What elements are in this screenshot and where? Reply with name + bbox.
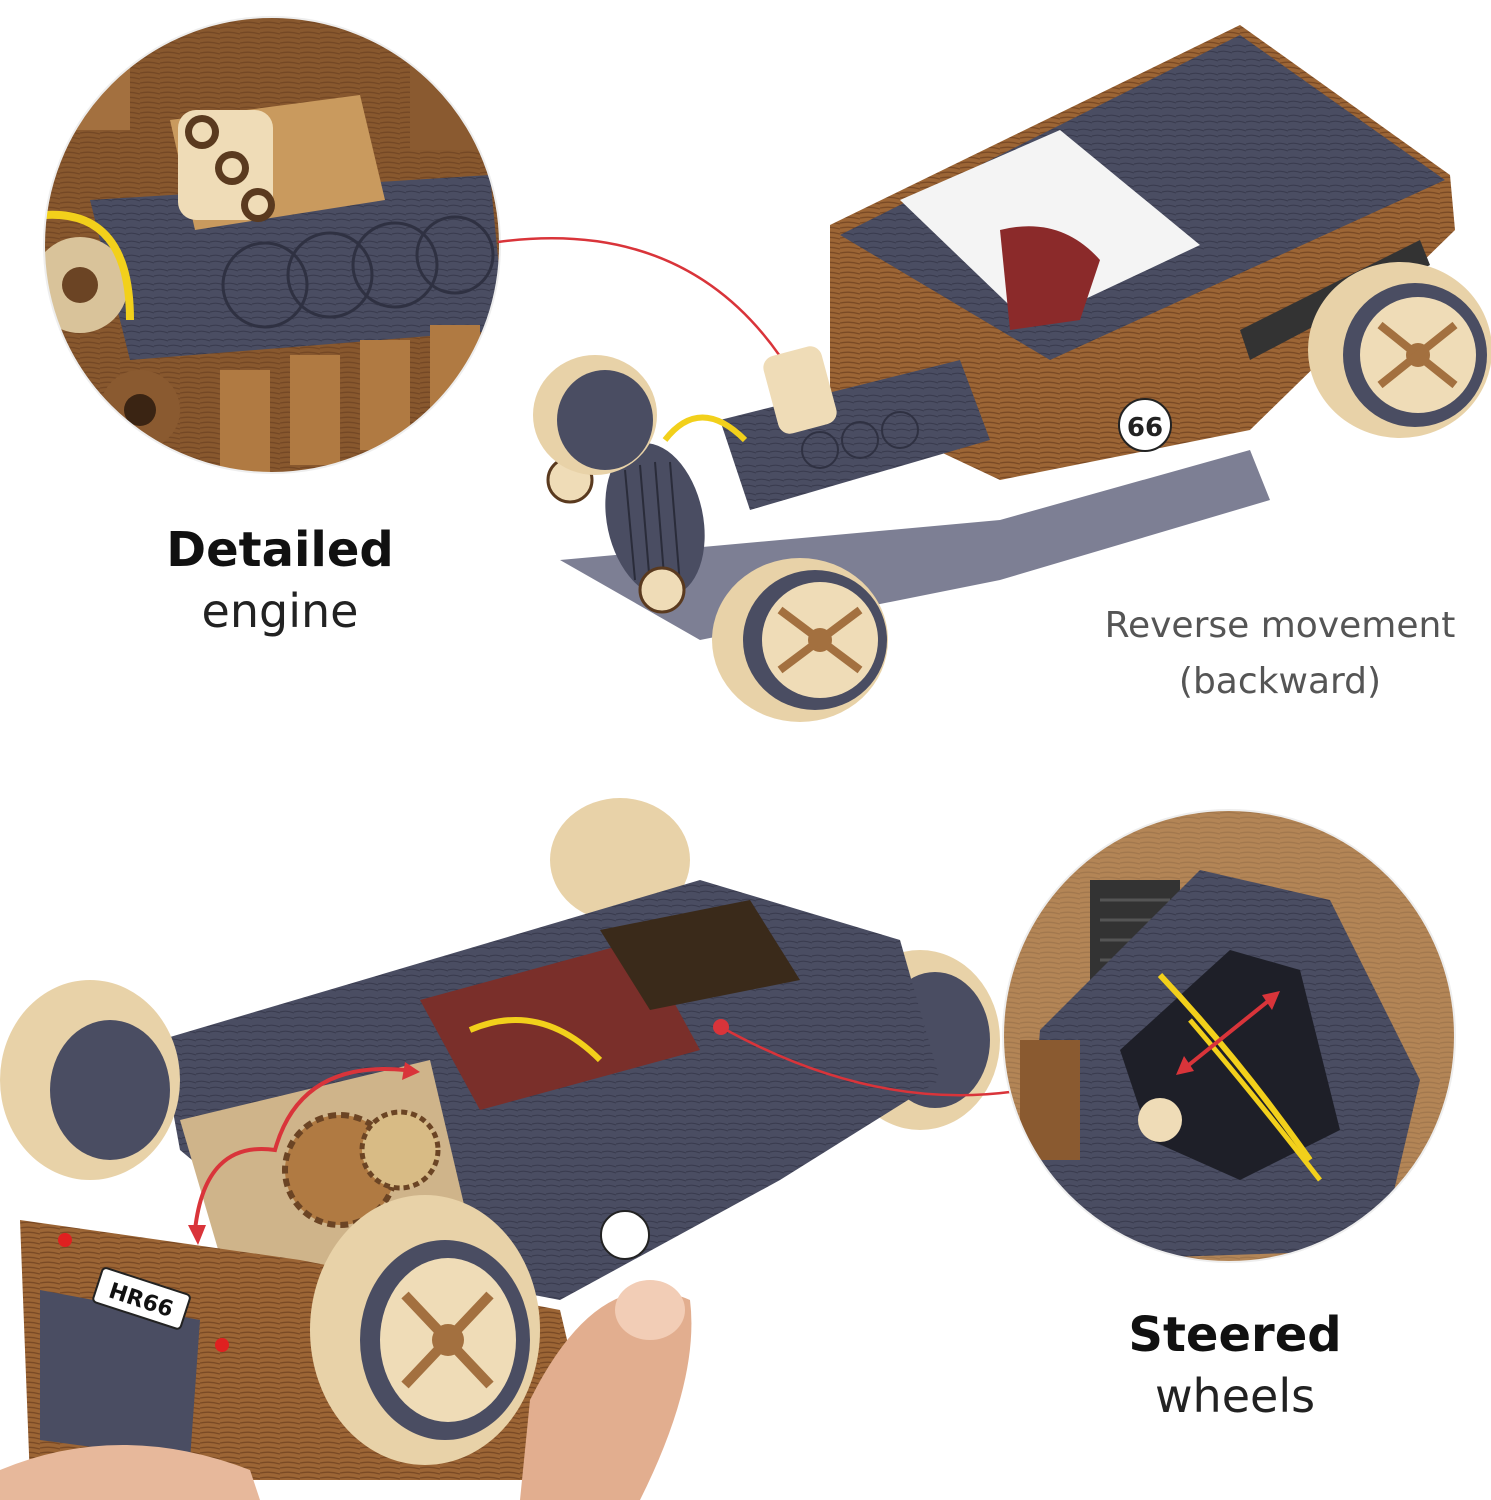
hot-rod-car-top: 66 <box>533 25 1491 722</box>
steering-detail-circle <box>1003 810 1455 1262</box>
engine-detail-circle <box>44 17 500 473</box>
reverse-caption-line2: (backward) <box>1178 661 1382 702</box>
steer-caption: Steered wheels <box>1110 1305 1360 1427</box>
hot-rod-car-underside: HR66 <box>0 798 1000 1500</box>
reverse-caption-line1: Reverse movement <box>1104 605 1456 646</box>
reverse-caption: Reverse movement (backward) <box>1090 598 1470 710</box>
car-number: 66 <box>1127 413 1163 443</box>
steer-callout-line <box>720 1025 1011 1097</box>
engine-caption-bold: Detailed <box>166 522 394 578</box>
engine-caption: Detailed engine <box>150 520 410 642</box>
engine-callout-line <box>497 237 799 384</box>
steer-caption-light: wheels <box>1154 1369 1316 1423</box>
steer-caption-bold: Steered <box>1128 1307 1342 1363</box>
engine-caption-light: engine <box>201 584 359 638</box>
